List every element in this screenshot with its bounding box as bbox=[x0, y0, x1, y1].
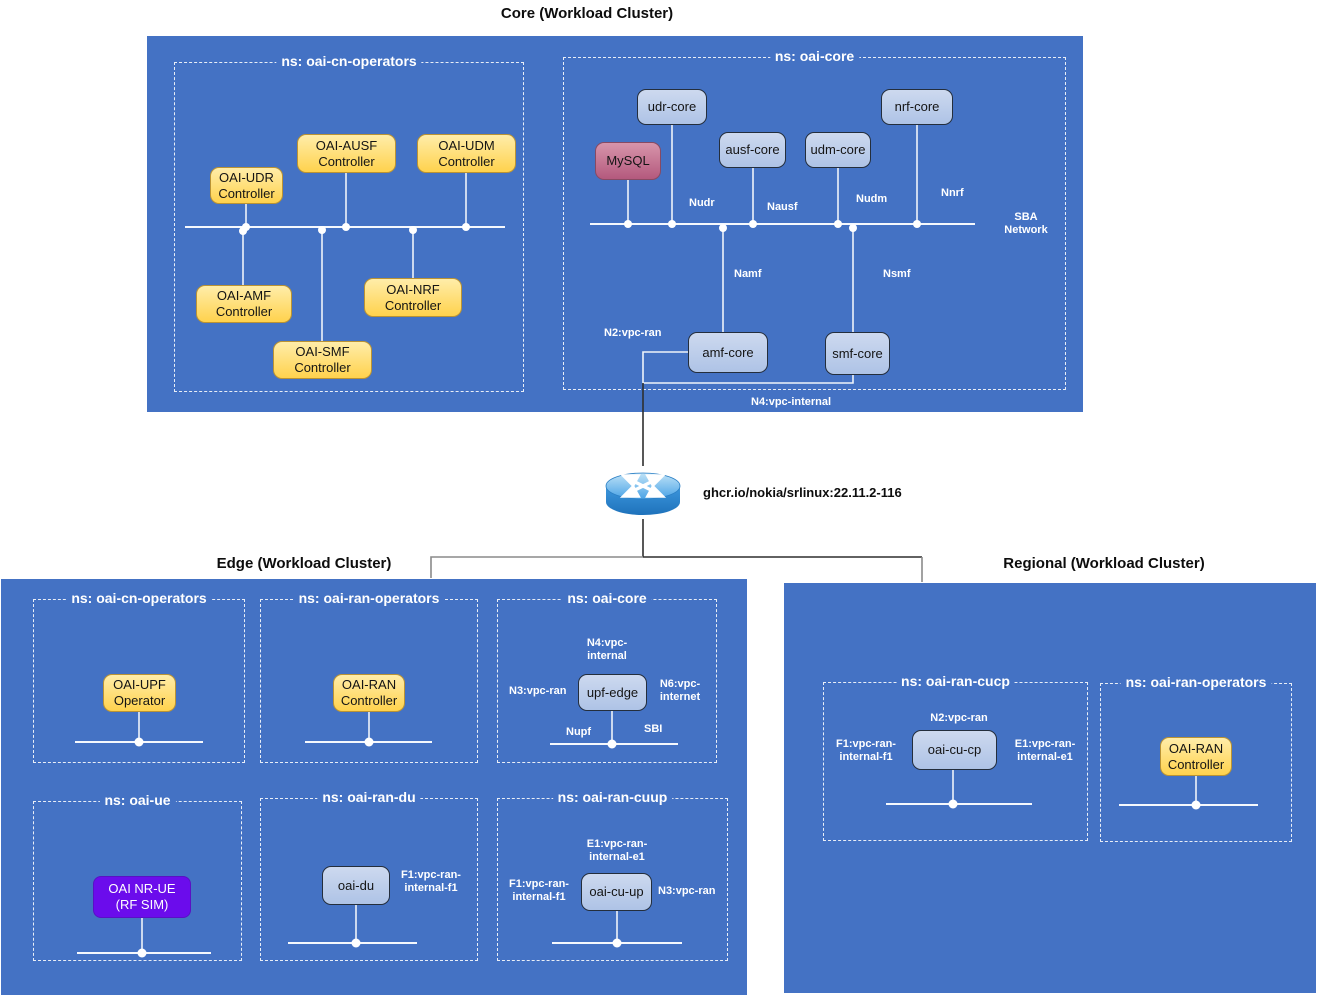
ns-box-edge-oai-core: ns: oai-core bbox=[497, 589, 717, 763]
node-nrf-core: nrf-core bbox=[881, 89, 953, 125]
regional-cluster-rect bbox=[784, 583, 1316, 993]
edge-cluster-rect bbox=[1, 579, 747, 995]
ns-label-edge-cn-operators: ns: oai-cn-operators bbox=[66, 589, 212, 609]
label-edge-nupf: Nupf bbox=[566, 726, 592, 738]
label-edge-du-f1: F1:vpc-ran-internal-f1 bbox=[401, 869, 461, 895]
edge-cluster-title: Edge (Workload Cluster) bbox=[216, 555, 392, 572]
ns-label-core-oai-core: ns: oai-core bbox=[769, 47, 860, 67]
node-smf-core: smf-core bbox=[825, 332, 890, 375]
label-regional-e1: E1:vpc-ran-internal-e1 bbox=[1014, 738, 1076, 764]
node-amf-core: amf-core bbox=[688, 332, 768, 373]
ns-box-edge-ran-cuup: ns: oai-ran-cuup bbox=[497, 788, 728, 961]
node-edge-oai-ran-controller: OAI-RAN Controller bbox=[333, 674, 405, 712]
ns-box-edge-oai-ue: ns: oai-ue bbox=[33, 791, 242, 961]
label-edge-n3-vpc-ran: N3:vpc-ran bbox=[509, 685, 567, 697]
node-udr-core: udr-core bbox=[637, 89, 707, 125]
label-namf: Namf bbox=[734, 268, 762, 280]
router-image-label: ghcr.io/nokia/srlinux:22.11.2-116 bbox=[703, 485, 902, 500]
label-nausf: Nausf bbox=[767, 201, 798, 213]
label-nudr: Nudr bbox=[689, 197, 715, 209]
core-cluster-title: Core (Workload Cluster) bbox=[500, 5, 674, 22]
node-oai-amf-controller: OAI-AMF Controller bbox=[196, 285, 292, 323]
ns-box-regional-ran-operators: ns: oai-ran-operators bbox=[1100, 673, 1292, 842]
node-oai-du: oai-du bbox=[322, 866, 390, 905]
ns-label-edge-ran-du: ns: oai-ran-du bbox=[317, 788, 421, 808]
label-edge-sbi: SBI bbox=[644, 723, 663, 735]
node-oai-udm-controller: OAI-UDM Controller bbox=[417, 134, 516, 173]
node-oai-nr-ue: OAI NR-UE (RF SIM) bbox=[93, 876, 191, 918]
ns-label-edge-ran-operators: ns: oai-ran-operators bbox=[293, 589, 445, 609]
regional-cluster-title: Regional (Workload Cluster) bbox=[1003, 555, 1205, 572]
node-oai-smf-controller: OAI-SMF Controller bbox=[273, 341, 372, 379]
ns-label-edge-oai-core: ns: oai-core bbox=[562, 589, 652, 609]
ns-label-edge-ran-cuup: ns: oai-ran-cuup bbox=[552, 788, 673, 808]
label-sba-network: SBA Network bbox=[1004, 211, 1048, 237]
label-nnrf: Nnrf bbox=[941, 187, 964, 199]
label-edge-cuup-f1: F1:vpc-ran-internal-f1 bbox=[509, 878, 569, 904]
label-nudm: Nudm bbox=[856, 193, 888, 205]
node-ausf-core: ausf-core bbox=[719, 132, 786, 168]
label-regional-n2-vpc-ran: N2:vpc-ran bbox=[930, 712, 988, 724]
node-oai-cu-up: oai-cu-up bbox=[581, 873, 652, 911]
node-upf-edge: upf-edge bbox=[578, 674, 647, 711]
ns-label-regional-ran-operators: ns: oai-ran-operators bbox=[1120, 673, 1272, 693]
node-mysql: MySQL bbox=[595, 142, 661, 180]
ns-box-core-cn-operators: ns: oai-cn-operators bbox=[174, 52, 524, 392]
node-oai-nrf-controller: OAI-NRF Controller bbox=[364, 278, 462, 317]
label-edge-n6-vpc-internet: N6:vpc-internet bbox=[659, 678, 701, 704]
ns-label-core-cn-operators: ns: oai-cn-operators bbox=[276, 52, 422, 72]
label-edge-cuup-n3: N3:vpc-ran bbox=[658, 885, 716, 897]
node-oai-ausf-controller: OAI-AUSF Controller bbox=[297, 134, 396, 173]
label-nsmf: Nsmf bbox=[883, 268, 911, 280]
node-oai-udr-controller: OAI-UDR Controller bbox=[210, 167, 283, 204]
ns-box-edge-ran-operators: ns: oai-ran-operators bbox=[260, 589, 478, 763]
node-oai-cu-cp: oai-cu-cp bbox=[912, 730, 997, 770]
label-core-n2-vpc-ran: N2:vpc-ran bbox=[604, 327, 662, 339]
router-icon bbox=[605, 472, 681, 515]
label-core-n4-vpc-internal: N4:vpc-internal bbox=[751, 396, 832, 408]
label-edge-cuup-e1: E1:vpc-ran-internal-e1 bbox=[586, 838, 648, 864]
label-regional-f1: F1:vpc-ran-internal-f1 bbox=[836, 738, 896, 764]
ns-box-edge-cn-operators: ns: oai-cn-operators bbox=[33, 589, 245, 763]
ns-box-regional-ran-cucp: ns: oai-ran-cucp bbox=[823, 672, 1088, 841]
node-regional-oai-ran-controller: OAI-RAN Controller bbox=[1160, 737, 1232, 776]
ns-label-regional-ran-cucp: ns: oai-ran-cucp bbox=[896, 672, 1015, 692]
node-udm-core: udm-core bbox=[805, 132, 871, 168]
ns-box-core-oai-core: ns: oai-core bbox=[563, 47, 1066, 390]
ns-box-edge-ran-du: ns: oai-ran-du bbox=[260, 788, 478, 961]
ns-label-edge-oai-ue: ns: oai-ue bbox=[99, 791, 176, 811]
label-edge-n4-vpc-internal: N4:vpc-internal bbox=[586, 637, 628, 663]
node-oai-upf-operator: OAI-UPF Operator bbox=[103, 674, 176, 712]
